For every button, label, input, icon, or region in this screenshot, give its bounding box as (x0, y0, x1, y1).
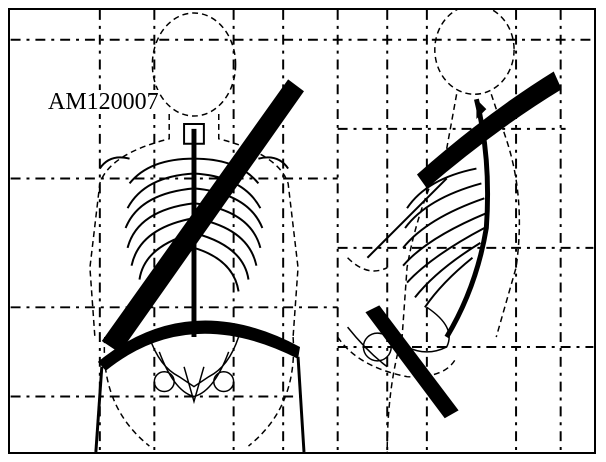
frontal-pelvis (149, 337, 238, 401)
figure-label: AM120007 (48, 90, 159, 114)
illustration-frame: AM120007 (8, 8, 596, 454)
background-grid (11, 10, 594, 452)
side-lap-belt (365, 305, 458, 418)
seatbelt-skeleton-illustration (10, 10, 594, 452)
